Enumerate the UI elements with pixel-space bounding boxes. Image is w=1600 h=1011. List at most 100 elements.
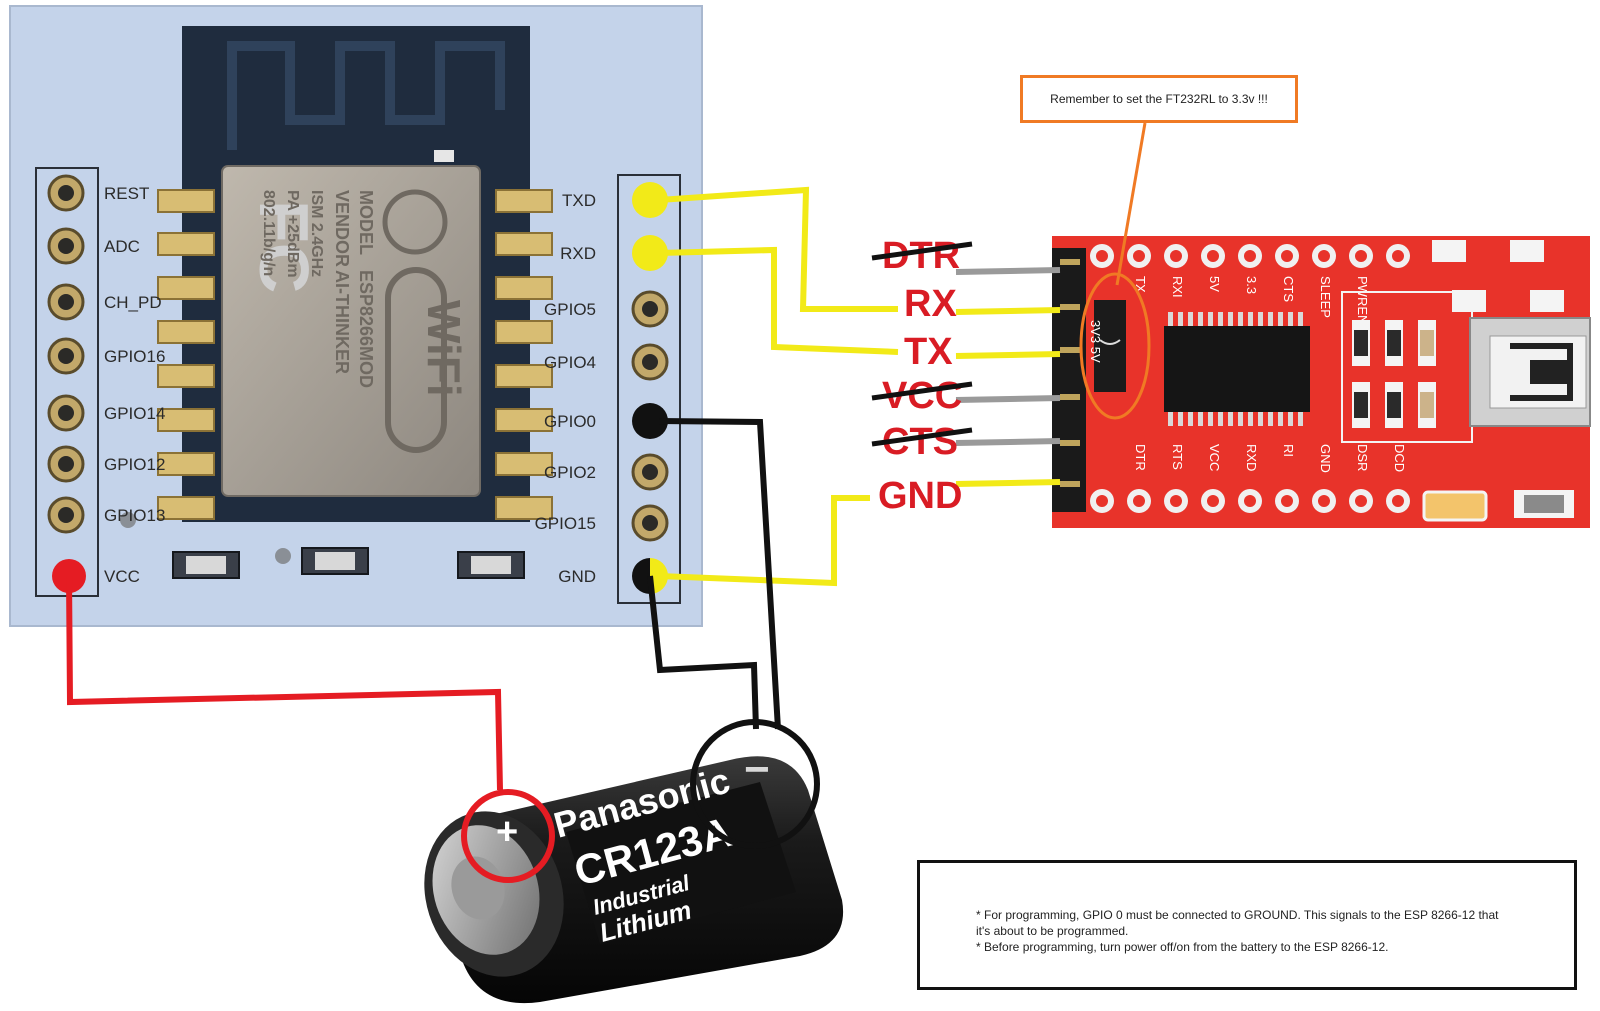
ftdi-silk-top-3: 3.3 — [1244, 276, 1259, 294]
mini-usb-connector — [1469, 317, 1591, 427]
jumper-silk-label: 3V3 5V — [1088, 320, 1103, 363]
ftdi-silk-bottom-0: DTR — [1133, 444, 1148, 471]
pin-label-gpio16: GPIO16 — [104, 347, 165, 366]
castellated-pad — [495, 276, 553, 300]
pin-marker-gpio0 — [632, 403, 668, 439]
battery-label — [566, 782, 796, 944]
header-pin-ch_pd — [47, 283, 85, 321]
header-pin-rest — [47, 174, 85, 212]
voltage-jumper[interactable] — [1094, 300, 1126, 392]
chip-text-5: 802.11b/g/n — [260, 190, 277, 276]
pin-label-adc: ADC — [104, 237, 140, 256]
ftdi-pin-wires — [955, 267, 1061, 487]
castellated-pad — [495, 320, 553, 344]
battery-plus-terminal-circle — [461, 789, 555, 883]
ftdi-wire-gnd — [955, 479, 1061, 487]
ftdi-pin-label-tx: TX — [904, 331, 953, 373]
castellated-pad — [157, 452, 215, 476]
castellated-pad — [157, 189, 215, 213]
chip-text-1: ESP8266MOD — [356, 270, 376, 388]
ftdi-silk-bottom-2: VCC — [1207, 444, 1222, 471]
ftdi-silk-bottom-7: DCD — [1392, 444, 1407, 472]
pin-marker-txd — [632, 182, 668, 218]
strike-vcc — [871, 381, 973, 401]
ft232rl-chip — [1164, 312, 1310, 426]
pin-label-gpio5: GPIO5 — [544, 300, 596, 319]
left-header-pins — [47, 174, 86, 593]
ftdi-silk-bottom-4: RI — [1281, 444, 1296, 457]
wire-vcc-to-plus — [66, 575, 503, 791]
callout-text: Remember to set the FT232RL to 3.3v !!! — [1050, 92, 1268, 106]
wire-gpio0-to-minus — [658, 418, 781, 730]
wire-txd-to-rx — [658, 186, 898, 312]
ftdi-silk-top-1: RXI — [1170, 276, 1185, 298]
ftdi-silk-bottom-6: DSR — [1355, 444, 1370, 471]
castellated-pad — [495, 452, 553, 476]
pin-label-gpio13: GPIO13 — [104, 506, 165, 525]
ftdi-wire-tx — [955, 351, 1061, 359]
castellated-pad — [157, 496, 215, 520]
pin-label-vcc: VCC — [104, 567, 140, 586]
mount-hole-1 — [275, 548, 291, 564]
castellated-pad — [157, 408, 215, 432]
note-line-2: * Before programming, turn power off/on … — [976, 940, 1389, 954]
pin-marker-rxd — [632, 235, 668, 271]
pin-label-ch_pd: CH_PD — [104, 293, 162, 312]
pin-label-gnd: GND — [558, 567, 596, 586]
battery-minus-mark: − — [744, 745, 770, 794]
header-pin-gpio14 — [47, 394, 85, 432]
pin-label-gpio0: GPIO0 — [544, 412, 596, 431]
ftdi-silk-bottom-5: GND — [1318, 444, 1333, 473]
pin-label-gpio12: GPIO12 — [104, 455, 165, 474]
header-pin-gpio16 — [47, 337, 85, 375]
chip-vendor-label: VENDOR — [332, 190, 352, 267]
pin-label-rest: REST — [104, 184, 149, 203]
note-line-1: * For programming, GPIO 0 must be connec… — [976, 908, 1499, 938]
fc-mark: FC — [245, 200, 323, 293]
header-pin-gpio0 — [632, 403, 668, 439]
ftdi-bottom-holes — [1090, 489, 1410, 513]
jumper-highlight-ellipse — [1079, 272, 1151, 420]
voltage-warning-callout: Remember to set the FT232RL to 3.3v !!! — [1020, 75, 1298, 123]
antenna-trace — [227, 41, 505, 150]
crystal-oscillator — [1422, 490, 1488, 522]
ftdi-silk-top-5: SLEEP — [1318, 276, 1333, 318]
battery-plus-mark: + — [496, 811, 518, 853]
chip-text-2: AI-THINKER — [332, 270, 352, 374]
cr123a-battery: Panasonic CR123A Industrial Lithium + − — [424, 745, 844, 1004]
programming-notes-box: * For programming, GPIO 0 must be connec… — [917, 860, 1577, 990]
metal-shield — [221, 165, 481, 497]
chip-model-label: MODEL — [356, 190, 376, 255]
wire-gnd-to-minus — [647, 575, 759, 730]
ftdi-pin-label-gnd: GND — [878, 475, 962, 517]
header-pin-rxd — [632, 235, 668, 271]
header-pin-gpio5 — [631, 290, 669, 328]
callout-pointer — [1115, 122, 1147, 286]
left-castellated-pads — [157, 189, 215, 520]
castellated-pad — [495, 364, 553, 388]
ftdi-wire-vcc — [955, 395, 1061, 403]
ftdi-silk-bottom-1: RTS — [1170, 444, 1185, 470]
header-pin-gpio12 — [47, 445, 85, 483]
header-pin-gpio15 — [631, 504, 669, 542]
esp-adapter-board: FC MODEL VENDOR ESP8266MOD AI-THINKER IS… — [9, 5, 703, 627]
pin-label-gpio4: GPIO4 — [544, 353, 596, 372]
castellated-pad — [157, 232, 215, 256]
castellated-pad — [495, 232, 553, 256]
right-castellated-pads — [495, 189, 553, 520]
header-pin-gpio4 — [631, 343, 669, 381]
ftdi-silk-bottom-3: RXD — [1244, 444, 1259, 471]
espressif-logo — [382, 189, 448, 255]
pin-label-gpio2: GPIO2 — [544, 463, 596, 482]
header-pin-gpio13 — [47, 496, 85, 534]
castellated-pad — [157, 320, 215, 344]
castellated-pad — [157, 364, 215, 388]
ftdi-wire-dtr — [955, 267, 1061, 275]
ftdi-wire-cts — [955, 438, 1061, 446]
ftdi-wire-rx — [955, 307, 1061, 315]
